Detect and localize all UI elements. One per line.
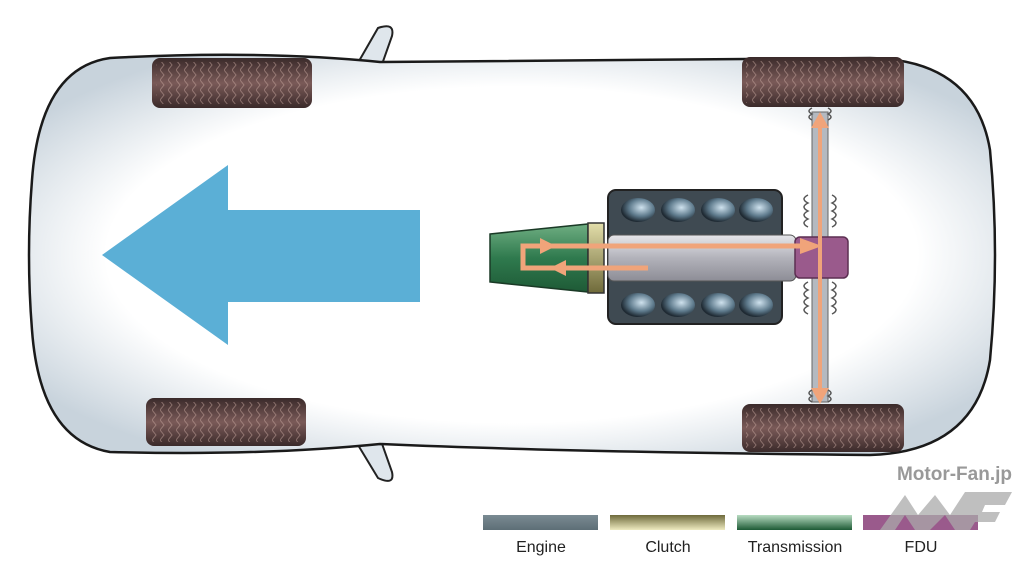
direction-arrow [102,165,420,345]
crankshaft-housing [607,234,797,282]
power-flow-arrows [520,112,829,404]
engine-block [607,189,797,325]
transmission [489,223,589,293]
cylinders-top [621,198,773,222]
cylinders-bottom [621,293,773,317]
clutch [587,222,605,294]
tire-rear-left [742,57,904,107]
legend-label-engine: Engine [516,539,566,556]
left-mirror [353,25,394,72]
right-mirror [353,436,394,482]
legend-label-fdu: FDU [904,539,938,556]
legend-swatch-clutch [610,515,725,530]
watermark-logo [880,492,1012,530]
tire-rear-right [742,404,904,452]
watermark-text: Motor-Fan.jp [896,464,1012,485]
legend-label-clutch: Clutch [645,539,691,556]
tire-front-left [152,58,312,108]
tire-front-right [146,398,306,446]
legend-swatch-engine [483,515,598,530]
legend-label-transmission: Transmission [747,539,843,556]
legend-swatch-transmission [737,515,852,530]
